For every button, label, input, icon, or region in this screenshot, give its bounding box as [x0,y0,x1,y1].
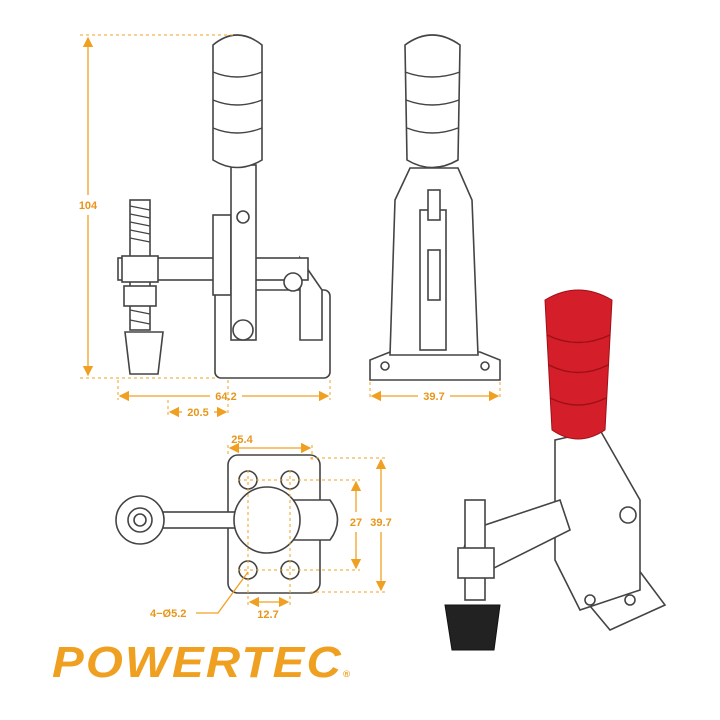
side-view [117,34,331,379]
side-rubber-tip [124,331,164,375]
dimension-lines [80,34,501,614]
front-view [369,34,501,381]
iso-view [444,289,667,651]
iso-red-handle [544,289,613,440]
iso-rubber-tip [444,604,501,651]
top-view [115,454,339,594]
side-pivot-3 [236,210,250,224]
powertec-logo: POWERTEC® [52,638,353,687]
dimension-labels: 104 64.2 20.5 39.7 25.4 27 39.7 12.7 4−Ø… [79,200,445,621]
side-pivot-2 [283,272,303,292]
dim-offset-label: 20.5 [187,407,208,419]
dim-height-label: 104 [79,200,98,212]
front-spindle [427,189,441,221]
dim-length-label: 64.2 [215,391,236,403]
mount-hole [238,470,258,490]
dim-base-depth-label: 39.7 [370,517,391,529]
mount-hole [280,470,300,490]
dim-hole-pitch-label: 12.7 [257,609,278,621]
iso-nut [457,547,495,579]
front-handle-grip [404,34,461,169]
side-link [212,214,232,296]
dim-front-width-label: 39.7 [423,391,444,403]
side-handle-grip [212,34,263,169]
side-lever-rod [230,164,257,341]
front-base [369,351,501,381]
mount-hole [238,560,258,580]
top-slot [289,499,339,541]
dim-hole-spacing-y-label: 27 [350,517,362,529]
dim-hole-spacing-x-label: 25.4 [231,434,253,446]
mount-hole [280,560,300,580]
side-pivot [232,319,254,341]
side-nut-bottom [123,285,157,307]
dim-mount-holes-label: 4−Ø5.2 [150,608,186,620]
front-slot [427,249,441,301]
top-pivot-dome [233,486,301,554]
side-nut-top [121,255,159,283]
